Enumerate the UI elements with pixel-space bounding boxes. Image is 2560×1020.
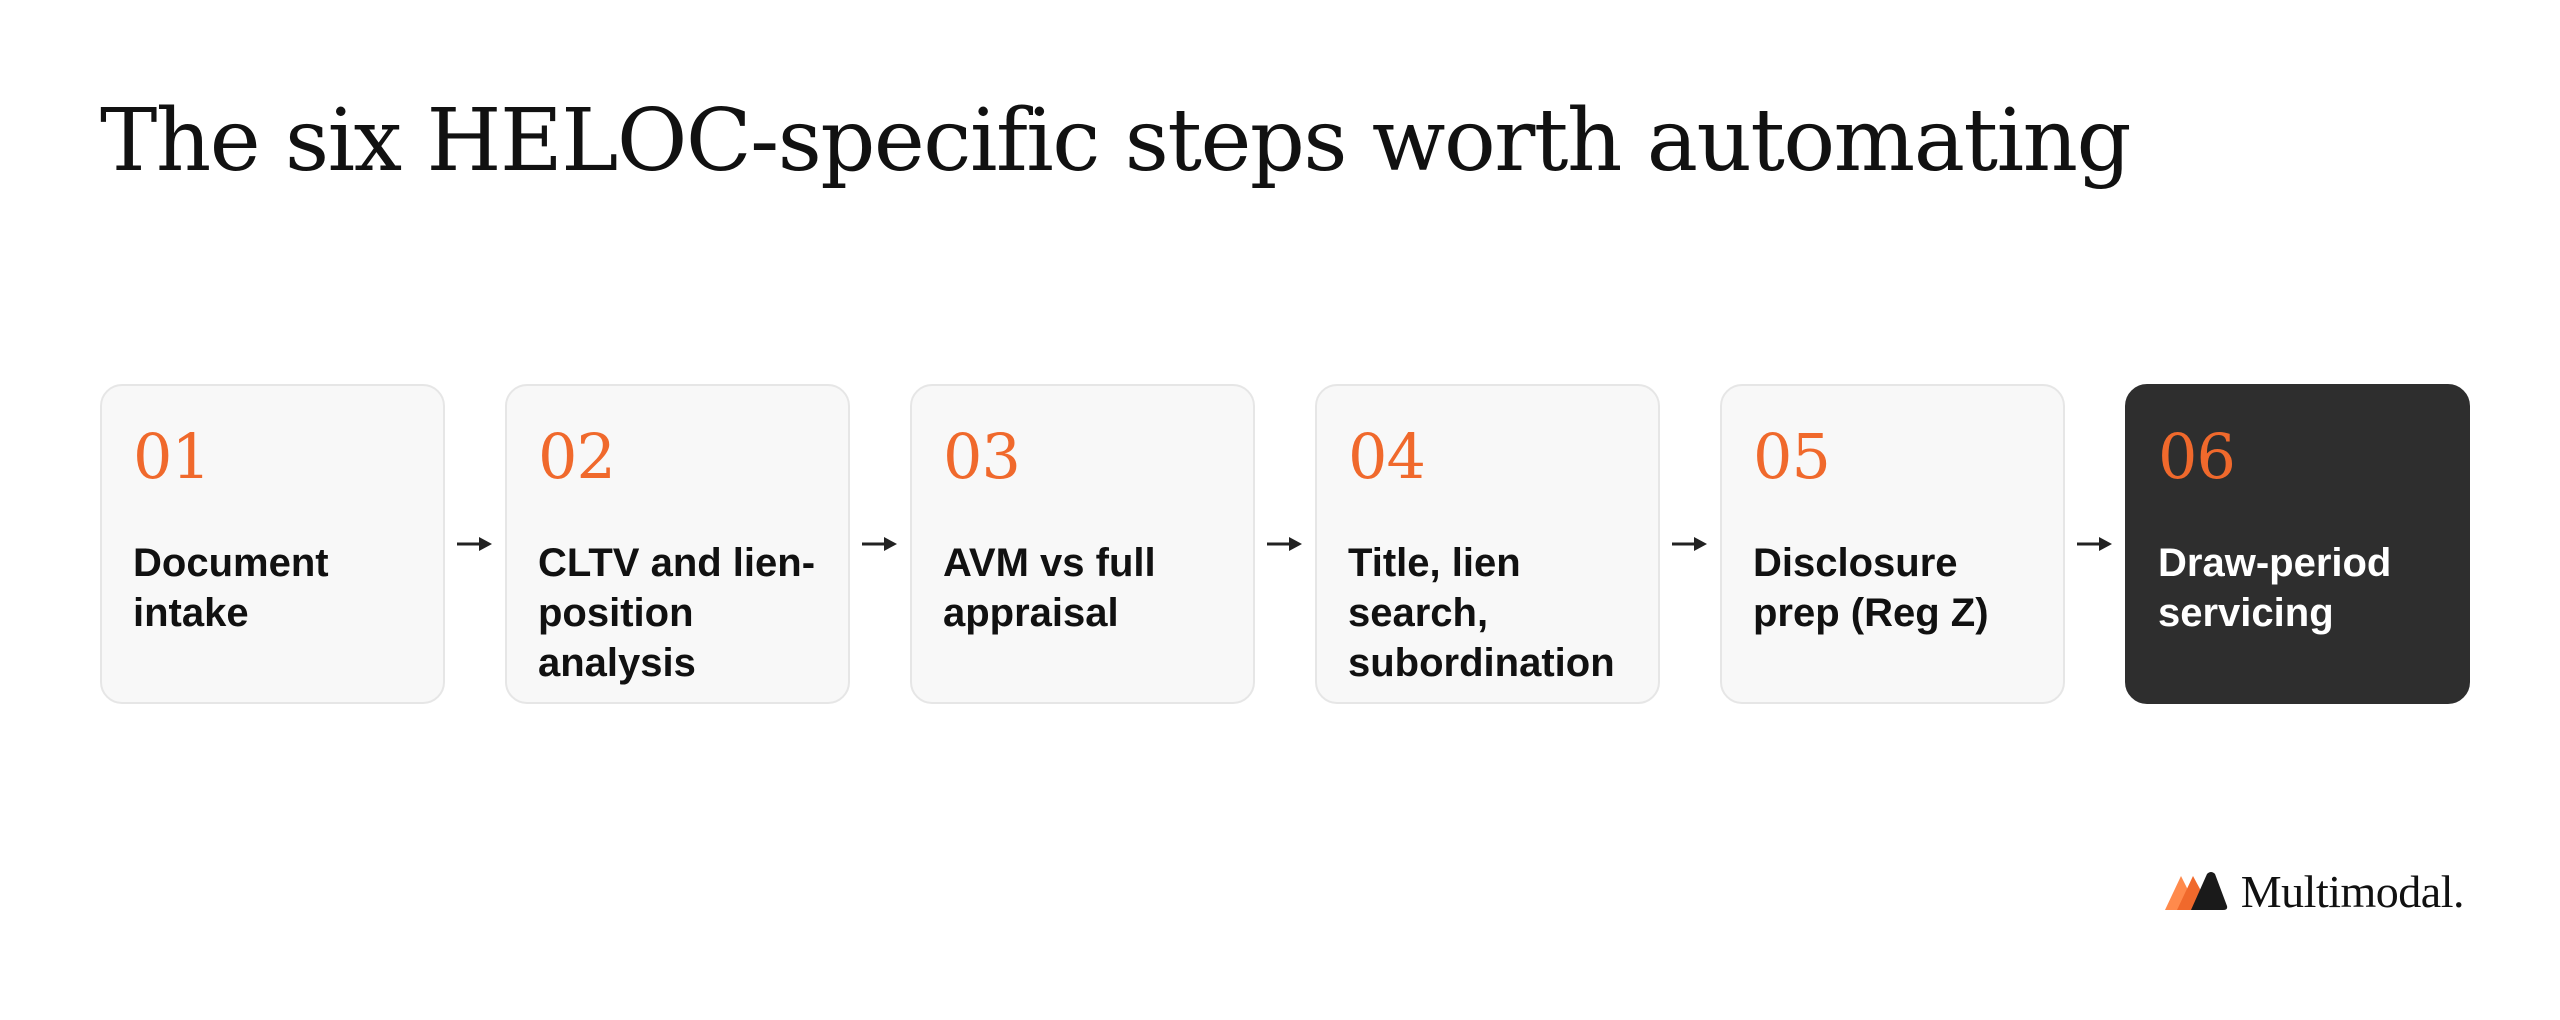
step-card-4: 04 Title, lien search, subordination <box>1315 384 1660 704</box>
step-label: AVM vs full appraisal <box>943 541 1156 635</box>
step-label: Draw-period servicing <box>2158 541 2392 635</box>
arrow-right-icon <box>1660 384 1720 704</box>
arrow-right-icon <box>2065 384 2125 704</box>
steps-flow: 01 Document intake 02 CLTV and lien-posi… <box>100 384 2470 704</box>
step-card-1: 01 Document intake <box>100 384 445 704</box>
step-card-6: 06 Draw-period servicing <box>2125 384 2470 704</box>
step-number: 01 <box>133 420 211 493</box>
arrow-right-icon <box>850 384 910 704</box>
step-label: CLTV and lien-position analysis <box>538 541 816 685</box>
step-card-2: 02 CLTV and lien-position analysis <box>505 384 850 704</box>
brand-name: Multimodal. <box>2240 866 2465 917</box>
arrow-right-icon <box>1255 384 1315 704</box>
page-title: The six HELOC-specific steps worth autom… <box>100 91 2132 191</box>
multimodal-logo-icon <box>2164 871 2227 910</box>
step-number: 03 <box>943 420 1021 493</box>
step-label: Document intake <box>133 541 329 635</box>
step-number: 04 <box>1348 420 1426 493</box>
brand-logo: Multimodal. <box>2163 865 2465 918</box>
arrow-right-icon <box>445 384 505 704</box>
step-number: 05 <box>1753 420 1831 493</box>
step-label: Title, lien search, subordination <box>1348 541 1615 685</box>
step-card-5: 05 Disclosure prep (Reg Z) <box>1720 384 2065 704</box>
step-card-3: 03 AVM vs full appraisal <box>910 384 1255 704</box>
step-number: 02 <box>538 420 616 493</box>
step-label: Disclosure prep (Reg Z) <box>1753 541 1989 635</box>
step-number: 06 <box>2158 420 2236 493</box>
